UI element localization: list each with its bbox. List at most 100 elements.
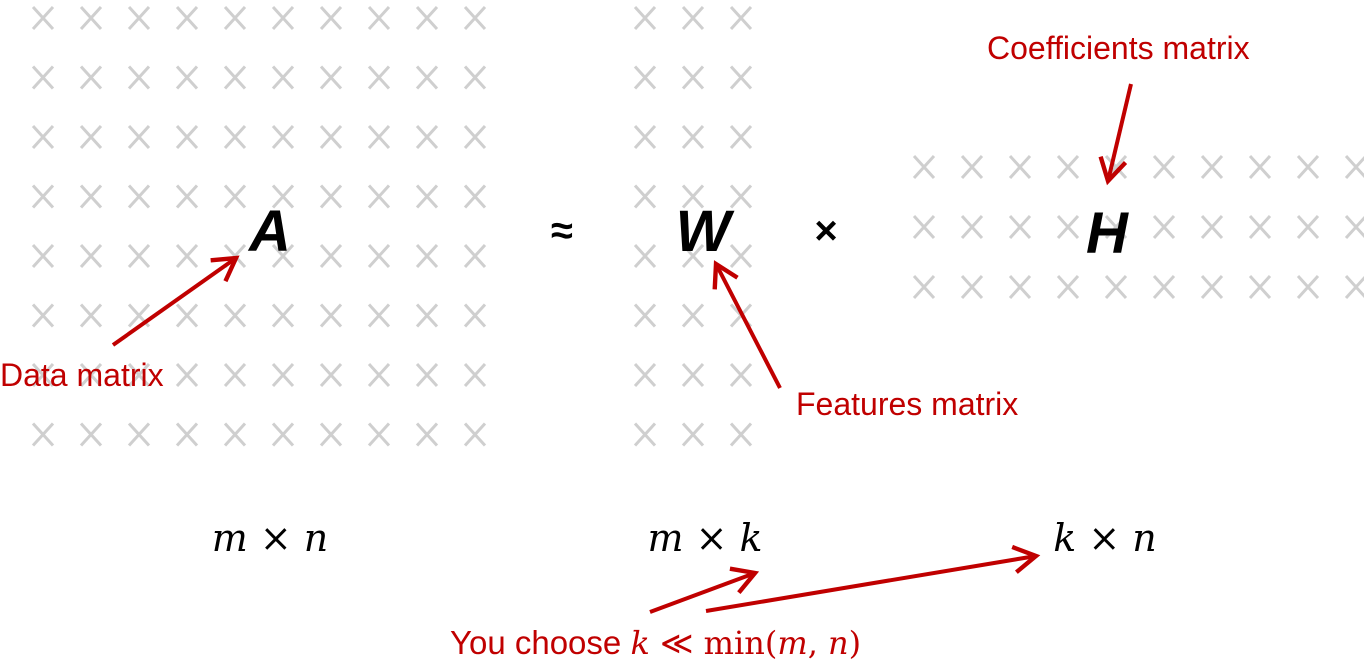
matrix-cell-x-icon xyxy=(729,5,753,31)
data-matrix-arrow xyxy=(111,255,240,347)
matrix-cell-x-icon xyxy=(271,124,295,150)
matrix-cell-x-icon xyxy=(127,5,151,31)
matrix-cell-x-icon xyxy=(463,422,487,447)
matrix-cell-x-icon xyxy=(681,362,705,388)
matrix-cell-x-icon xyxy=(31,65,55,90)
matrix-cell-x-icon xyxy=(367,5,391,31)
matrix-cell-x-icon xyxy=(633,422,657,447)
matrix-cell-x-icon xyxy=(223,184,247,209)
matrix-cell-x-icon xyxy=(1056,214,1080,240)
matrix-cell-x-icon xyxy=(31,362,55,388)
coefficients-matrix-label: Coefficients matrix xyxy=(987,30,1250,66)
matrix-cell-x-icon xyxy=(367,362,391,388)
matrix-cell-x-icon xyxy=(31,184,55,209)
matrix-cell-x-icon xyxy=(729,124,753,150)
coefficients-matrix-arrow xyxy=(1098,83,1133,186)
matrix-cell-x-icon xyxy=(1152,214,1176,240)
matrix-cell-x-icon xyxy=(223,124,247,150)
matrix-cell-x-icon xyxy=(271,5,295,31)
matrix-cell-x-icon xyxy=(31,5,55,31)
approx-operator: ≈ xyxy=(551,209,573,253)
matrix-cell-x-icon xyxy=(367,124,391,150)
matrix-cell-x-icon xyxy=(319,243,343,269)
matrix-h-dimensions: k × n xyxy=(1053,516,1157,560)
matrix-cell-x-icon xyxy=(463,124,487,150)
matrix-cell-x-icon xyxy=(1200,274,1224,300)
matrix-cell-x-icon xyxy=(175,362,199,388)
matrix-cell-x-icon xyxy=(681,5,705,31)
matrix-w-grid xyxy=(633,5,753,447)
matrix-cell-x-icon xyxy=(367,303,391,328)
matrix-cell-x-icon xyxy=(1296,214,1320,240)
matrix-cell-x-icon xyxy=(960,154,984,180)
matrix-cell-x-icon xyxy=(223,422,247,447)
matrix-cell-x-icon xyxy=(1056,154,1080,180)
matrix-cell-x-icon xyxy=(912,154,936,180)
matrix-cell-x-icon xyxy=(633,184,657,209)
matrix-cell-x-icon xyxy=(175,243,199,269)
matrix-cell-x-icon xyxy=(1152,154,1176,180)
matrix-cell-x-icon xyxy=(415,422,439,447)
matrix-cell-x-icon xyxy=(912,274,936,300)
matrix-cell-x-icon xyxy=(271,422,295,447)
matrix-cell-x-icon xyxy=(31,422,55,447)
matrix-cell-x-icon xyxy=(1248,214,1272,240)
choose-k-arrow-h xyxy=(705,544,1041,613)
matrix-cell-x-icon xyxy=(175,303,199,328)
matrix-cell-x-icon xyxy=(463,243,487,269)
matrix-cell-x-icon xyxy=(1248,154,1272,180)
matrix-cell-x-icon xyxy=(319,184,343,209)
matrix-cell-x-icon xyxy=(31,124,55,150)
matrix-cell-x-icon xyxy=(175,124,199,150)
matrix-cell-x-icon xyxy=(681,184,705,209)
matrix-cell-x-icon xyxy=(1296,274,1320,300)
matrix-cell-x-icon xyxy=(1104,274,1128,300)
matrix-cell-x-icon xyxy=(79,65,103,90)
matrix-cell-x-icon xyxy=(127,362,151,388)
matrix-cell-x-icon xyxy=(175,184,199,209)
matrix-cell-x-icon xyxy=(681,243,705,269)
matrix-cell-x-icon xyxy=(415,124,439,150)
matrix-cell-x-icon xyxy=(633,362,657,388)
matrix-cell-x-icon xyxy=(1152,274,1176,300)
matrix-cell-x-icon xyxy=(1344,154,1364,180)
matrix-cell-x-icon xyxy=(633,65,657,90)
matrix-a-grid xyxy=(31,5,487,447)
matrix-cell-x-icon xyxy=(367,243,391,269)
matrix-cell-x-icon xyxy=(79,422,103,447)
matrix-cell-x-icon xyxy=(175,422,199,447)
matrix-cell-x-icon xyxy=(271,184,295,209)
matrix-cell-x-icon xyxy=(79,124,103,150)
matrix-cell-x-icon xyxy=(415,303,439,328)
matrix-cell-x-icon xyxy=(415,5,439,31)
matrix-w-symbol: W xyxy=(676,199,735,264)
matrix-cell-x-icon xyxy=(1056,274,1080,300)
matrix-cell-x-icon xyxy=(271,65,295,90)
matrix-cell-x-icon xyxy=(1296,154,1320,180)
matrix-cell-x-icon xyxy=(729,65,753,90)
matrix-cell-x-icon xyxy=(79,243,103,269)
matrix-a-dimensions: m × n xyxy=(212,516,329,560)
matrix-cell-x-icon xyxy=(127,184,151,209)
matrix-cell-x-icon xyxy=(1344,274,1364,300)
matrix-cell-x-icon xyxy=(463,184,487,209)
matrix-cell-x-icon xyxy=(223,303,247,328)
matrix-a-symbol: A xyxy=(247,199,291,264)
matrix-cell-x-icon xyxy=(912,214,936,240)
matrix-cell-x-icon xyxy=(31,303,55,328)
choose-k-note: You choose k ≪ min(m, n) xyxy=(450,624,861,662)
matrix-cell-x-icon xyxy=(415,243,439,269)
matrix-cell-x-icon xyxy=(223,362,247,388)
matrix-cell-x-icon xyxy=(79,5,103,31)
matrix-cell-x-icon xyxy=(127,422,151,447)
matrix-cell-x-icon xyxy=(367,65,391,90)
matrix-cell-x-icon xyxy=(175,65,199,90)
matrix-cell-x-icon xyxy=(271,303,295,328)
matrix-cell-x-icon xyxy=(633,5,657,31)
matrix-cell-x-icon xyxy=(463,303,487,328)
data-matrix-label: Data matrix xyxy=(0,357,164,393)
matrix-cell-x-icon xyxy=(319,422,343,447)
features-matrix-arrow xyxy=(712,260,782,389)
matrix-cell-x-icon xyxy=(79,303,103,328)
